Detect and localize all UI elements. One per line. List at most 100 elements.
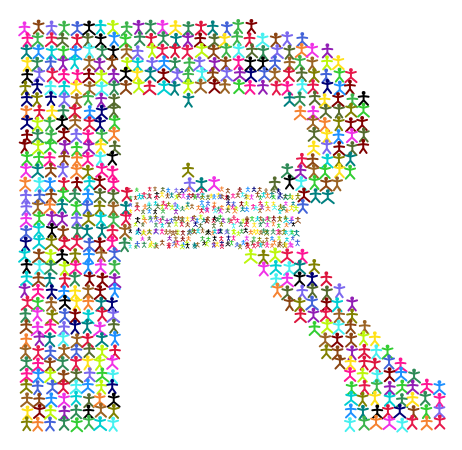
figure-head [336, 129, 341, 133]
figure-limb [288, 177, 296, 181]
figure-limb [310, 196, 317, 204]
figure-head [245, 193, 247, 195]
figure-limb [338, 166, 346, 170]
figure-limb [82, 124, 91, 132]
figure-limb [121, 195, 128, 202]
figure-limb [99, 190, 106, 195]
figure-limb [82, 28, 91, 36]
stick-figure-icon [32, 151, 45, 167]
figure-limb [324, 106, 332, 110]
figure-head [99, 129, 104, 133]
figure-limb [50, 219, 57, 226]
figure-head [98, 187, 102, 192]
figure-limb [273, 180, 281, 184]
figure-limb [98, 239, 106, 244]
figure-limb [50, 237, 58, 242]
figure-limb [36, 299, 44, 304]
stick-figure-icon [256, 79, 269, 95]
figure-limb [62, 228, 70, 232]
figure-head [325, 43, 330, 48]
figure-limb [213, 81, 221, 85]
figure-limb [161, 240, 165, 243]
figure-limb [325, 147, 332, 155]
figure-limb [48, 360, 56, 364]
stick-figure-icon [56, 198, 69, 214]
figure-limb [150, 35, 158, 40]
figure-limb [207, 197, 211, 200]
figure-limb [202, 208, 206, 211]
figure-limb [186, 207, 190, 211]
figure-limb [163, 59, 171, 63]
figure-limb [113, 88, 119, 96]
figure-limb [88, 124, 97, 132]
figure-limb [68, 112, 76, 119]
figure-head [300, 152, 304, 157]
figure-limb [225, 24, 233, 28]
figure-limb [311, 123, 320, 130]
figure-limb [194, 86, 202, 94]
figure-limb [111, 63, 118, 71]
figure-limb [63, 263, 71, 268]
figure-limb [99, 154, 107, 158]
figure-limb [82, 148, 90, 155]
stick-figure-icon [31, 78, 44, 94]
figure-limb [361, 407, 369, 412]
figure-head [166, 192, 169, 195]
figure-limb [75, 95, 83, 100]
figure-limb [211, 28, 219, 36]
figure-limb [293, 208, 297, 212]
figure-limb [111, 168, 119, 172]
figure-limb [349, 359, 357, 363]
stick-figure-icon [293, 164, 308, 180]
figure-limb [98, 324, 106, 328]
figure-head [242, 206, 244, 208]
figure-limb [438, 395, 446, 399]
figure-limb [388, 385, 396, 388]
figure-head [178, 192, 180, 194]
figure-limb [361, 394, 369, 398]
figure-limb [138, 35, 146, 38]
figure-limb [174, 28, 183, 36]
stick-figure-icon [357, 138, 370, 154]
figure-limb [263, 69, 271, 73]
stick-figure-icon [320, 128, 333, 144]
stick-figure-icon [71, 151, 83, 167]
figure-limb [337, 100, 345, 108]
figure-limb [338, 70, 346, 74]
figure-limb [132, 65, 139, 73]
figure-limb [171, 76, 179, 83]
stick-figure-icon [20, 163, 32, 178]
figure-limb [101, 275, 109, 279]
figure-head [98, 116, 102, 121]
figure-limb [362, 333, 370, 337]
stick-figure-icon [83, 43, 96, 59]
figure-head [250, 43, 254, 48]
figure-head [22, 21, 27, 26]
figure-limb [144, 220, 147, 224]
figure-head [61, 55, 65, 60]
figure-limb [75, 160, 82, 167]
stick-figure-icon [108, 80, 121, 96]
figure-limb [113, 39, 120, 47]
figure-limb [112, 310, 120, 315]
figure-limb [181, 170, 190, 178]
stick-figure-icon [56, 211, 69, 227]
figure-limb [210, 196, 214, 199]
figure-limb [237, 51, 245, 59]
figure-limb [50, 28, 57, 36]
figure-limb [199, 86, 208, 94]
figure-head [37, 67, 42, 71]
figure-limb [98, 65, 106, 73]
figure-head [73, 114, 77, 119]
figure-limb [124, 82, 132, 87]
stick-figure-icon [308, 175, 321, 190]
figure-limb [73, 106, 81, 111]
figure-head [311, 114, 315, 119]
figure-limb [262, 253, 270, 257]
figure-limb [193, 40, 202, 48]
figure-limb [63, 239, 71, 243]
figure-limb [238, 81, 245, 86]
figure-limb [294, 51, 303, 59]
figure-head [35, 92, 39, 96]
stick-figure-icon [94, 69, 109, 85]
